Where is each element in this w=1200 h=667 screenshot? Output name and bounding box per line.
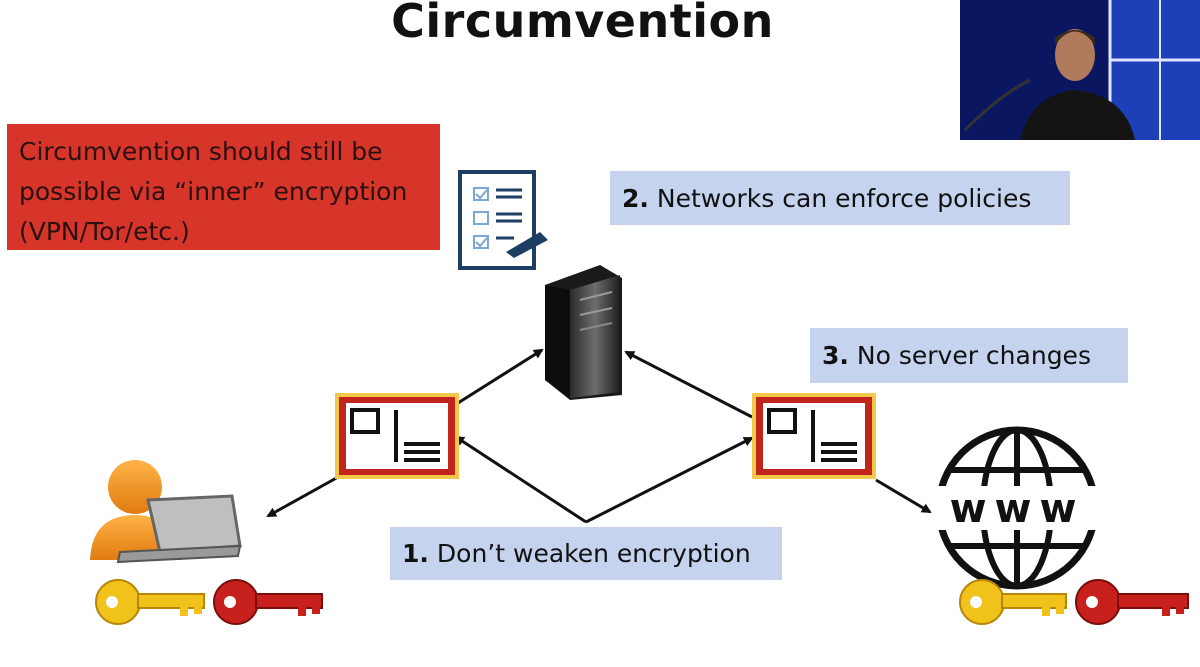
- arrow-encryption-to-left-box: [454, 435, 587, 524]
- middlebox-icon: [752, 393, 876, 479]
- user-laptop-icon: [90, 460, 242, 564]
- callout-encryption: 1. Don’t weaken encryption: [390, 527, 782, 580]
- slide-title: Circumvention: [391, 0, 774, 48]
- note-line: (VPN/Tor/etc.): [19, 217, 190, 246]
- callout-number: 2.: [622, 183, 649, 213]
- callout-server-changes: 3. No server changes: [810, 328, 1128, 383]
- policy-checklist-icon: [458, 170, 548, 270]
- arrow-box-to-user: [266, 474, 341, 518]
- callout-number: 3.: [822, 341, 849, 370]
- gold-key-icon: [959, 579, 1067, 625]
- callout-policies: 2. Networks can enforce policies: [610, 171, 1070, 225]
- connection-arrows: [266, 348, 932, 524]
- gold-key-icon: [95, 579, 205, 625]
- arrow-box-to-web: [875, 478, 932, 514]
- www-globe-icon: www: [933, 426, 1101, 590]
- circumvention-note: Circumvention should still be possible v…: [7, 124, 440, 250]
- arrow-encryption-to-right-box: [585, 436, 754, 524]
- callout-number: 1.: [402, 539, 429, 568]
- arrow-left-box-to-server: [457, 348, 544, 405]
- speaker-video-frame: [960, 0, 1200, 140]
- arrow-right-box-to-server: [624, 350, 753, 419]
- red-key-icon: [1075, 579, 1189, 625]
- note-line: possible via “inner” encryption: [19, 177, 408, 206]
- note-line: Circumvention should still be: [19, 137, 383, 166]
- callout-text: Networks can enforce policies: [656, 183, 1032, 213]
- red-key-icon: [213, 579, 323, 625]
- middlebox-icon: [335, 393, 459, 479]
- server-icon: [545, 265, 622, 400]
- speaker-video: [960, 0, 1200, 140]
- www-label: www: [950, 486, 1085, 532]
- callout-text: No server changes: [856, 341, 1091, 370]
- callout-text: Don’t weaken encryption: [436, 539, 751, 568]
